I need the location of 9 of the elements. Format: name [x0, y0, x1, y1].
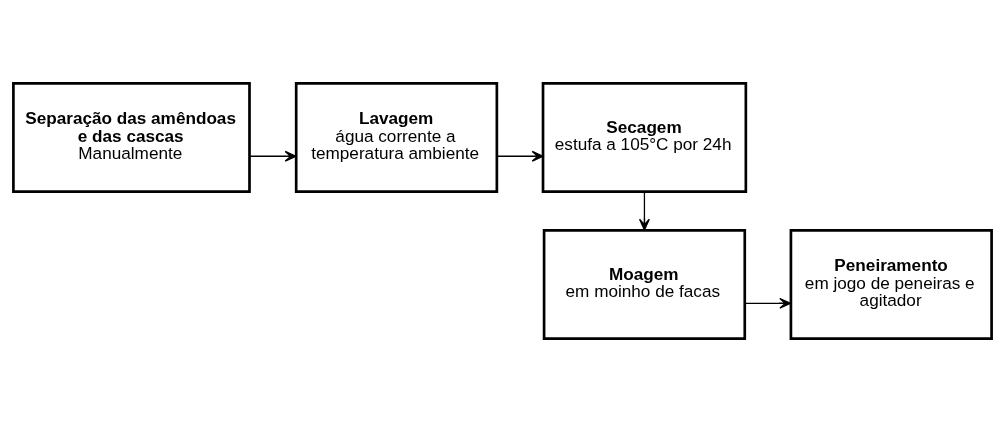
node-box: Separação das amêndoas e das cascas Manualmente: [12, 81, 251, 193]
node-box: Secagem estufa a 105°C por 24h: [541, 81, 748, 193]
arrow: [638, 190, 650, 231]
arrow: [744, 297, 792, 309]
node-box: Lavagem água corrente a temperatura ambiente: [294, 81, 499, 193]
arrow: [249, 150, 297, 162]
node-box: Peneiramento em jogo de peneiras e agitador: [789, 228, 993, 340]
node-box: Moagem em moinho de facas: [542, 228, 747, 340]
arrow: [496, 150, 544, 162]
